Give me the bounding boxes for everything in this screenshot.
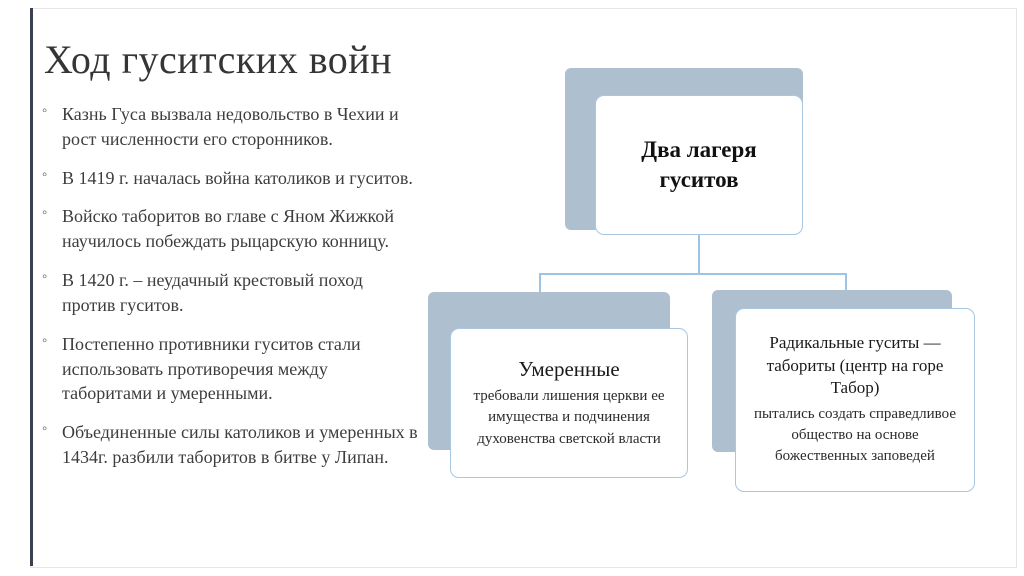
bullet-item: Казнь Гуса вызвала недовольство в Чехии … xyxy=(42,101,420,152)
bullet-text: Войско таборитов во главе с Яном Жижкой … xyxy=(62,206,394,252)
bullet-text: Объединенные силы католиков и умеренных … xyxy=(62,422,418,468)
child-node-box: Умеренные требовали лишения церкви ее им… xyxy=(450,328,688,478)
child-node-body: требовали лишения церкви ее имущества и … xyxy=(473,388,665,447)
page-title: Ход гуситских войн xyxy=(44,37,393,82)
bullet-text: В 1420 г. – неудачный крестовый поход пр… xyxy=(62,270,363,315)
bullet-text: Казнь Гуса вызвала недовольство в Чехии … xyxy=(62,104,399,149)
bullet-item: В 1420 г. – неудачный крестовый поход пр… xyxy=(42,267,420,318)
bullet-text: В 1419 г. началась война католиков и гус… xyxy=(62,167,413,188)
root-node-title: Два лагеря гуситов xyxy=(641,137,757,192)
bullet-list: Казнь Гуса вызвала недовольство в Чехии … xyxy=(42,101,420,484)
left-accent-bar xyxy=(30,8,33,566)
connector-horizontal xyxy=(539,273,847,275)
bullet-item: Объединенные силы католиков и умеренных … xyxy=(42,419,420,470)
child-node-body: пытались создать справедливое общество н… xyxy=(753,405,957,465)
child-node-title: Умеренные xyxy=(518,356,620,381)
child-node-title: Радикальные гуситы — табориты (центр на … xyxy=(766,333,944,397)
bullet-text: Постепенно противники гуситов стали испо… xyxy=(62,333,361,404)
root-node-box: Два лагеря гуситов xyxy=(595,95,803,235)
child-node-box: Радикальные гуситы — табориты (центр на … xyxy=(735,308,975,492)
connector-root-down xyxy=(698,235,700,274)
bullet-item: Постепенно противники гуситов стали испо… xyxy=(42,331,420,406)
bullet-item: Войско таборитов во главе с Яном Жижкой … xyxy=(42,203,420,254)
bullet-item: В 1419 г. началась война католиков и гус… xyxy=(42,165,420,191)
